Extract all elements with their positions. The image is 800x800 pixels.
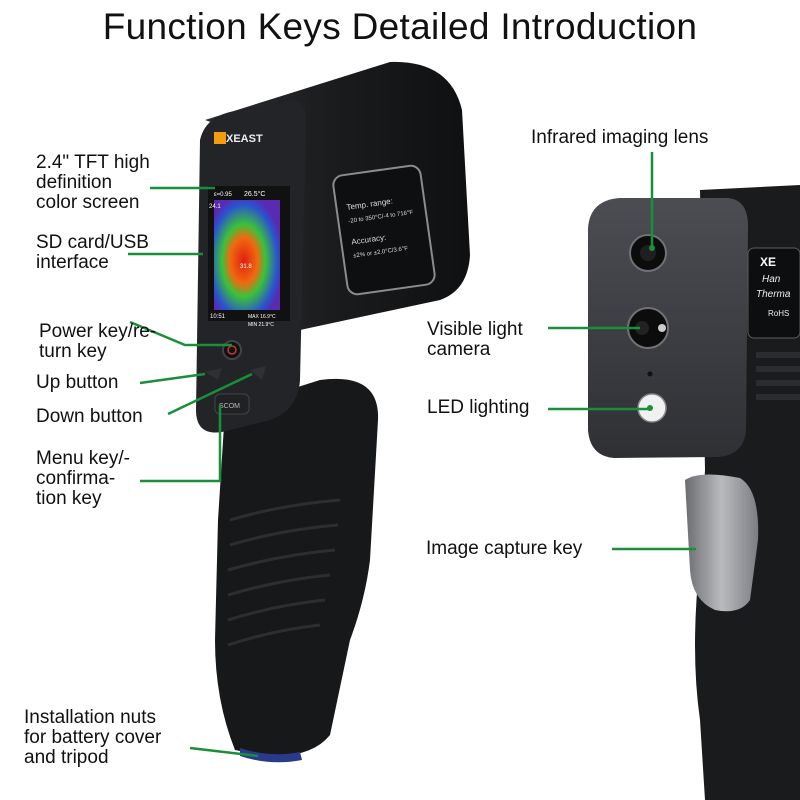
up-button[interactable]: [205, 368, 222, 380]
label-installation-nuts: Installation nuts for battery cover and …: [24, 707, 162, 768]
right-line-2: Therma: [756, 289, 791, 300]
screen-emissivity: ε=0.95: [214, 192, 233, 198]
pointer-power: [129, 320, 232, 347]
screen-min: MIN 21.9°C: [248, 322, 274, 328]
label-visible-camera: Visible light camera: [427, 319, 523, 360]
right-line-1: Han: [762, 274, 781, 285]
image-capture-trigger[interactable]: [685, 474, 759, 612]
pointer-nuts: [189, 746, 259, 758]
label-screen: 2.4" TFT high definition color screen: [36, 152, 150, 213]
label-capture-key: Image capture key: [426, 538, 583, 559]
label-power-key: Power key/re- turn key: [39, 321, 157, 362]
pointer-lines: [128, 152, 696, 758]
pointer-up: [139, 372, 206, 385]
down-button[interactable]: [250, 366, 266, 380]
label-led: LED lighting: [427, 397, 530, 418]
thermal-camera-side: [588, 185, 800, 800]
screen-side-reading: 24.1: [209, 204, 221, 210]
label-down-button: Down button: [36, 406, 143, 427]
page-title: Function Keys Detailed Introduction: [102, 6, 698, 47]
menu-button[interactable]: [214, 393, 250, 415]
device-brand: XEAST: [226, 133, 263, 145]
menu-key-label: SCOM: [219, 403, 240, 410]
label-sd-usb: SD card/USB interface: [36, 232, 149, 273]
label-menu-key: Menu key/- confirma- tion key: [36, 448, 130, 509]
power-button[interactable]: [222, 340, 242, 360]
thermal-camera-front: [196, 61, 470, 763]
screen-time: 10:51: [210, 314, 226, 320]
screen-max: MAX 16.9°C: [248, 314, 276, 320]
screen-temp: 26.5°C: [244, 190, 265, 198]
screen-center-reading: 31.8: [240, 264, 252, 270]
spec-panel: [332, 164, 436, 296]
label-infrared-lens: Infrared imaging lens: [531, 127, 709, 148]
right-brand: XE: [760, 255, 776, 269]
label-up-button: Up button: [36, 372, 119, 393]
pointer-down: [167, 372, 253, 416]
pointer-menu: [140, 405, 222, 483]
right-rohs: RoHS: [768, 309, 789, 318]
